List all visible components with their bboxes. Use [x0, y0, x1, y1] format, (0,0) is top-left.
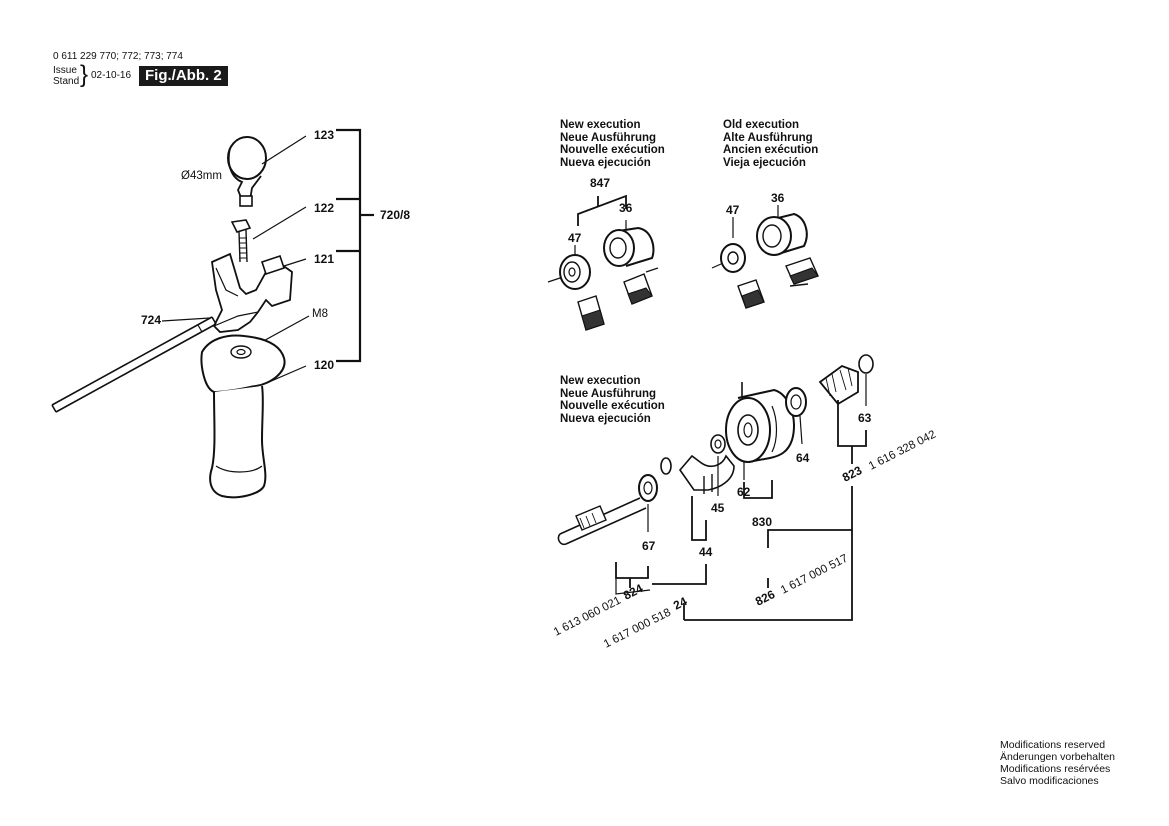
issue-date: 02-10-16 [91, 70, 132, 81]
part-826-label: 826 [753, 587, 777, 609]
part-64-label: 64 [796, 451, 810, 465]
old-part-36-label: 36 [771, 191, 785, 205]
part-44-label: 44 [699, 545, 713, 559]
diameter-note: Ø43mm [181, 170, 222, 182]
part-830-label: 830 [752, 515, 772, 529]
part-826-number: 1 617 000 517 [779, 553, 850, 597]
new-part-36-label: 36 [619, 201, 633, 215]
part-121-label: 121 [314, 252, 334, 266]
old-execution-block: Old execution Alte Ausführung Ancien exé… [723, 119, 819, 169]
set-720-8-label: 720/8 [380, 208, 410, 222]
part-120-label: 120 [314, 358, 334, 372]
part-24-label: 24 [671, 594, 690, 613]
part-m8-label: M8 [312, 308, 328, 320]
new-execution-top-block: New execution Neue Ausführung Nouvelle e… [560, 119, 665, 169]
drive-assembly [557, 354, 874, 621]
figure-label: Fig./Abb. 2 [139, 66, 228, 86]
part-724-label: 724 [141, 313, 161, 327]
handle-assembly [51, 128, 374, 499]
part-45-label: 45 [711, 501, 725, 515]
part-24-number: 1 617 000 518 [602, 607, 673, 651]
issue-label: Issue [53, 65, 77, 76]
part-122-label: 122 [314, 201, 334, 215]
stand-label: Stand [53, 76, 80, 87]
old-part-47-label: 47 [726, 203, 740, 217]
part-67-label: 67 [642, 539, 656, 553]
part-824-number: 1 613 060 021 [552, 595, 623, 639]
new-part-47-label: 47 [568, 231, 582, 245]
part-123-label: 123 [314, 128, 334, 142]
new-execution-bottom-block: New execution Neue Ausführung Nouvelle e… [560, 375, 665, 425]
top-execution-parts [547, 194, 819, 331]
part-823-label: 823 [840, 463, 864, 485]
part-824-label: 824 [621, 581, 645, 603]
part-823-number: 1 616 328 042 [867, 429, 938, 473]
part-62-label: 62 [737, 485, 751, 499]
modifications-note: Modifications reserved Änderungen vorbeh… [1000, 739, 1116, 787]
part-63-label: 63 [858, 411, 872, 425]
model-numbers: 0 611 229 770; 772; 773; 774 [53, 51, 183, 62]
brace: } [80, 61, 89, 88]
part-847-label: 847 [590, 176, 610, 190]
